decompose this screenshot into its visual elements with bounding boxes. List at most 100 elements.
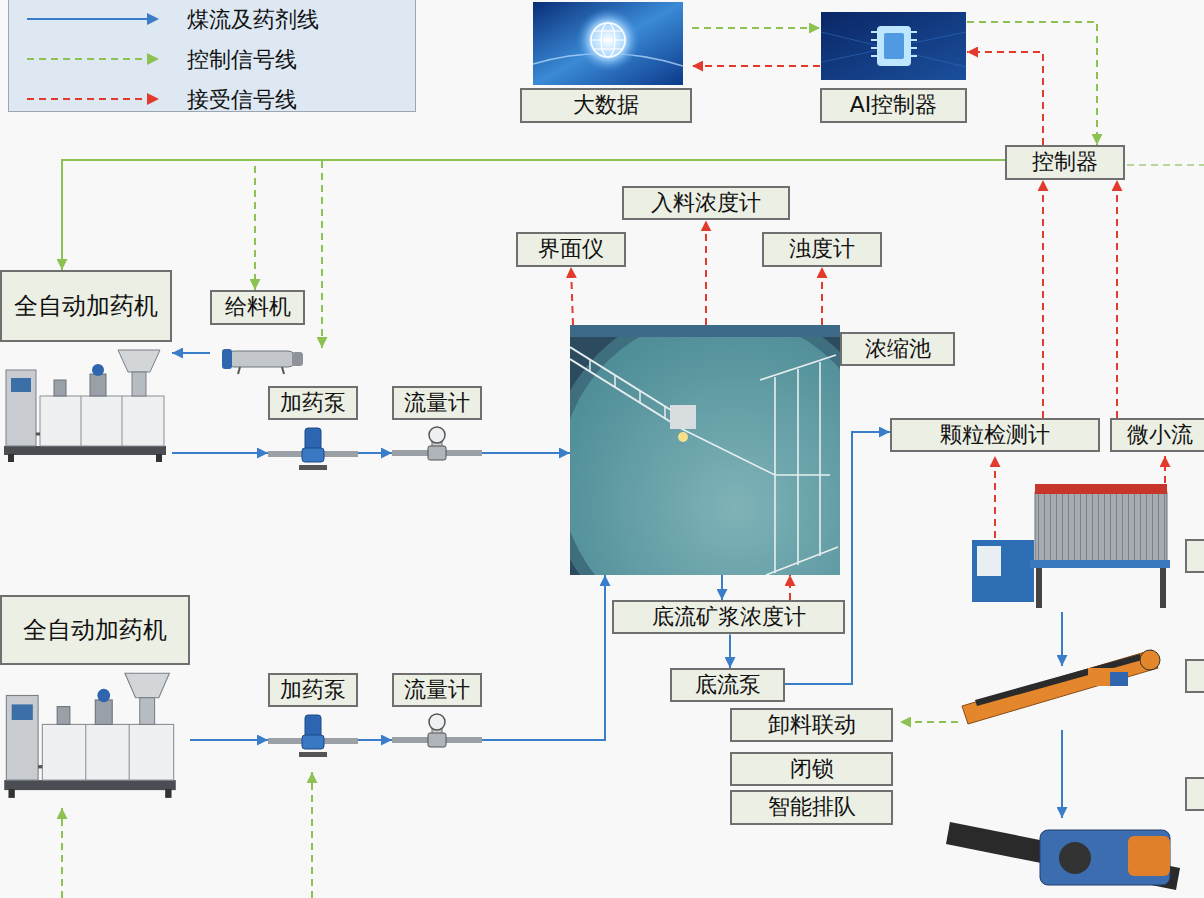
crusher-conveyor bbox=[946, 822, 1180, 890]
label-box: AI控制器 bbox=[820, 88, 967, 123]
label-box: 流量计 bbox=[392, 386, 482, 420]
label-text: 微小流 bbox=[1127, 422, 1193, 448]
process-box: 控制器 bbox=[1005, 145, 1125, 180]
flow-connector bbox=[482, 575, 605, 740]
signal-leaders bbox=[62, 161, 1204, 898]
flow-picture bbox=[392, 713, 482, 753]
bigdata-drawing bbox=[533, 2, 683, 85]
legend-row: 接受信号线 bbox=[9, 81, 415, 117]
label-text: 全自动加药机 bbox=[23, 616, 167, 645]
legend-sample bbox=[23, 9, 163, 29]
flow-connector bbox=[692, 65, 820, 67]
flow-connector bbox=[571, 267, 573, 325]
flow-connector bbox=[789, 575, 791, 600]
label-text: 闭锁 bbox=[790, 756, 834, 782]
legend-box: 煤流及药剂线控制信号线接受信号线 bbox=[8, 0, 416, 112]
flow-connector bbox=[721, 575, 723, 600]
process-box: 底流泵 bbox=[670, 668, 785, 702]
label-box: 大数据 bbox=[520, 88, 692, 123]
flow-connector bbox=[705, 220, 707, 325]
label-box: 加药泵 bbox=[268, 386, 358, 420]
process-box: 底流矿浆浓度计 bbox=[612, 600, 845, 634]
label-text: 加药泵 bbox=[280, 390, 346, 416]
equipment-node: AI控制器 bbox=[820, 10, 967, 123]
equipment-node: 全自动加药机 bbox=[0, 595, 190, 802]
process-box: 智能排队 bbox=[730, 790, 893, 825]
machine-drawing bbox=[0, 348, 170, 463]
bigdata-picture bbox=[533, 2, 683, 85]
equipment-node: 加药泵 bbox=[268, 386, 358, 474]
equipment-node: 给料机 bbox=[210, 290, 305, 378]
label-text: 入料浓度计 bbox=[651, 190, 761, 216]
flow-drawing bbox=[392, 713, 482, 753]
ai-drawing bbox=[821, 12, 966, 80]
pump-drawing bbox=[268, 713, 358, 759]
flow-connector bbox=[692, 27, 820, 29]
label-text: 给料机 bbox=[225, 294, 291, 320]
machine-drawing bbox=[0, 671, 180, 799]
flow-connector bbox=[482, 452, 570, 454]
label-text: 卸料联动 bbox=[768, 712, 856, 738]
legend-sample bbox=[23, 49, 163, 69]
label-text: 智能排队 bbox=[768, 794, 856, 820]
process-box: 微小流 bbox=[1110, 418, 1204, 452]
flow-drawing bbox=[392, 426, 482, 466]
label-box: 全自动加药机 bbox=[0, 595, 190, 665]
equipment-node: 大数据 bbox=[520, 0, 692, 123]
feeder-drawing bbox=[220, 345, 305, 375]
label-box: 加药泵 bbox=[268, 673, 358, 707]
pump-drawing bbox=[268, 426, 358, 472]
flow-connector bbox=[172, 452, 268, 454]
flow-connector bbox=[255, 160, 1005, 290]
process-box: 闭锁 bbox=[730, 752, 893, 786]
label-text: AI控制器 bbox=[850, 92, 938, 118]
label-text: 浓缩池 bbox=[865, 336, 931, 362]
legend-row: 控制信号线 bbox=[9, 41, 415, 77]
label-box: 浓缩池 bbox=[840, 332, 955, 366]
edge-stub-boxes bbox=[1186, 540, 1204, 810]
pump-picture bbox=[268, 426, 358, 472]
label-text: 大数据 bbox=[573, 92, 639, 118]
flow-connector bbox=[172, 352, 210, 354]
label-box: 给料机 bbox=[210, 290, 305, 325]
equipment-node: 加药泵 bbox=[268, 673, 358, 765]
label-text: 控制信号线 bbox=[187, 45, 297, 75]
process-box: 浊度计 bbox=[762, 232, 882, 267]
pool-drawing bbox=[570, 325, 840, 575]
flow-connector bbox=[190, 739, 268, 741]
thickener-node: 浓缩池 bbox=[570, 325, 840, 575]
label-text: 流量计 bbox=[404, 390, 470, 416]
label-text: 界面仪 bbox=[538, 236, 604, 262]
flow-connector bbox=[821, 267, 823, 325]
flow-connector bbox=[967, 52, 1043, 145]
machine-picture bbox=[0, 671, 180, 799]
pool-picture bbox=[570, 325, 840, 575]
label-box: 全自动加药机 bbox=[0, 270, 172, 342]
label-text: 流量计 bbox=[404, 677, 470, 703]
equipment-node: 全自动加药机 bbox=[0, 270, 172, 465]
label-text: 接受信号线 bbox=[187, 85, 297, 115]
label-text: 全自动加药机 bbox=[14, 292, 158, 321]
flow-connector bbox=[358, 452, 392, 454]
process-box: 界面仪 bbox=[516, 232, 626, 267]
process-box: 入料浓度计 bbox=[622, 186, 790, 220]
pump-picture bbox=[268, 713, 358, 759]
flow-connector bbox=[729, 634, 731, 668]
flow-connector bbox=[62, 160, 1005, 270]
equipment-node: 流量计 bbox=[392, 673, 482, 755]
label-text: 加药泵 bbox=[280, 677, 346, 703]
ai-picture bbox=[821, 12, 966, 80]
legend-sample bbox=[23, 89, 163, 109]
label-text: 煤流及药剂线 bbox=[187, 5, 319, 35]
label-text: 底流泵 bbox=[695, 672, 761, 698]
label-text: 浊度计 bbox=[789, 236, 855, 262]
label-text: 颗粒检测计 bbox=[940, 422, 1050, 448]
label-text: 底流矿浆浓度计 bbox=[652, 604, 806, 630]
filter-press bbox=[972, 484, 1170, 608]
legend-row: 煤流及药剂线 bbox=[9, 1, 415, 37]
process-box: 颗粒检测计 bbox=[890, 418, 1100, 452]
label-box: 流量计 bbox=[392, 673, 482, 707]
flow-picture bbox=[392, 426, 482, 466]
flow-connector bbox=[358, 739, 392, 741]
